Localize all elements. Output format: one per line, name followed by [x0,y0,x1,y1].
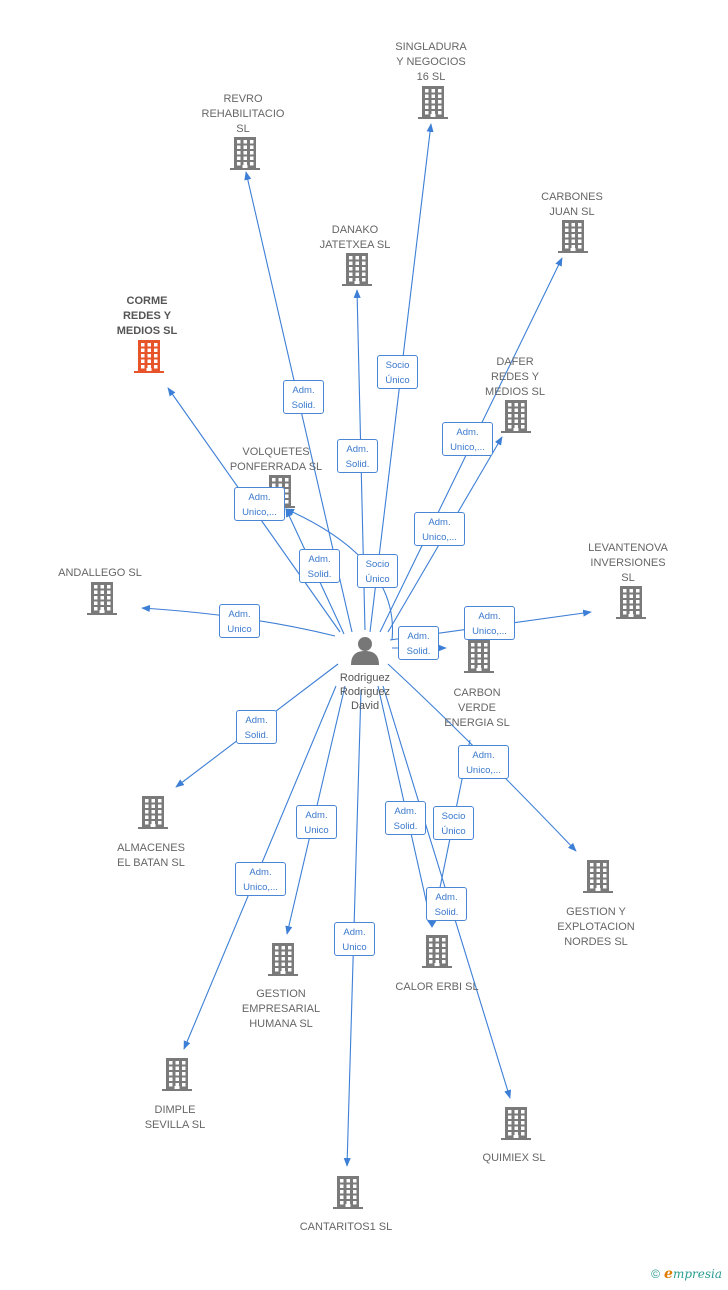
building-icon [138,796,168,829]
relation-label[interactable]: Adm. Solid. [299,549,340,583]
relation-label[interactable]: Adm. Unico,... [235,862,286,896]
building-icon [616,586,646,619]
building-icon [422,935,452,968]
company-name: ANDALLEGO SL [58,567,142,579]
company-name: CORME REDES Y MEDIOS SL [116,295,178,337]
relation-label[interactable]: Socio Único [377,355,418,389]
building-icon [134,340,164,373]
relation-label[interactable]: Adm. Solid. [385,801,426,835]
building-icon [342,253,372,286]
building-icon [464,640,494,673]
person-name: Rodriguez Rodriguez David [339,672,391,712]
building-icon [501,400,531,433]
company-name: DAFER REDES Y MEDIOS SL [485,356,545,398]
company-name: GESTION Y EXPLOTACION NORDES SL [557,906,635,948]
relation-label[interactable]: Adm. Unico,... [414,512,465,546]
relation-label[interactable]: Adm. Solid. [426,887,467,921]
company-name: REVRO REHABILITACIO SL [201,93,285,135]
relation-label[interactable]: Adm. Unico,... [464,606,515,640]
company-name: DIMPLE SEVILLA SL [144,1104,206,1131]
building-icon [333,1176,363,1209]
copyright-icon: © [651,1267,661,1281]
company-name: VOLQUETES PONFERRADA SL [229,446,323,473]
relation-label[interactable]: Adm. Solid. [337,439,378,473]
footer-brand: © empresia [651,1266,722,1282]
building-icon [162,1058,192,1091]
building-icon [268,943,298,976]
building-icon [583,860,613,893]
building-icon [230,137,260,170]
relation-label[interactable]: Adm. Unico,... [442,422,493,456]
relation-label[interactable]: Socio Único [433,806,474,840]
company-name: QUIMIEX SL [482,1152,546,1164]
building-icon [558,220,588,253]
company-name: CANTARITOS1 SL [299,1221,393,1233]
company-name: CARBONES JUAN SL [541,191,603,218]
company-name: ALMACENES EL BATAN SL [117,842,185,869]
brand-logo: empresia [664,1266,722,1282]
building-icon [501,1107,531,1140]
relation-label[interactable]: Adm. Unico,... [234,487,285,521]
relation-label[interactable]: Adm. Solid. [236,710,277,744]
relation-label[interactable]: Socio Único [357,554,398,588]
relation-label[interactable]: Adm. Solid. [398,626,439,660]
company-name: DANAKO JATETXEA SL [319,224,391,251]
person-icon [351,637,379,665]
relation-label[interactable]: Adm. Unico [219,604,260,638]
relation-label[interactable]: Adm. Unico,... [458,745,509,779]
company-name: GESTION EMPRESARIAL HUMANA SL [241,988,321,1030]
building-icon [87,582,117,615]
building-icon [418,86,448,119]
company-name: CALOR ERBI SL [395,981,479,993]
relation-label[interactable]: Adm. Unico [334,922,375,956]
company-name: CARBON VERDE ENERGIA SL [444,687,510,729]
relation-label[interactable]: Adm. Unico [296,805,337,839]
relation-label[interactable]: Adm. Solid. [283,380,324,414]
company-name: SINGLADURA Y NEGOCIOS 16 SL [395,41,467,83]
company-name: LEVANTENOVA INVERSIONES SL [588,542,668,584]
